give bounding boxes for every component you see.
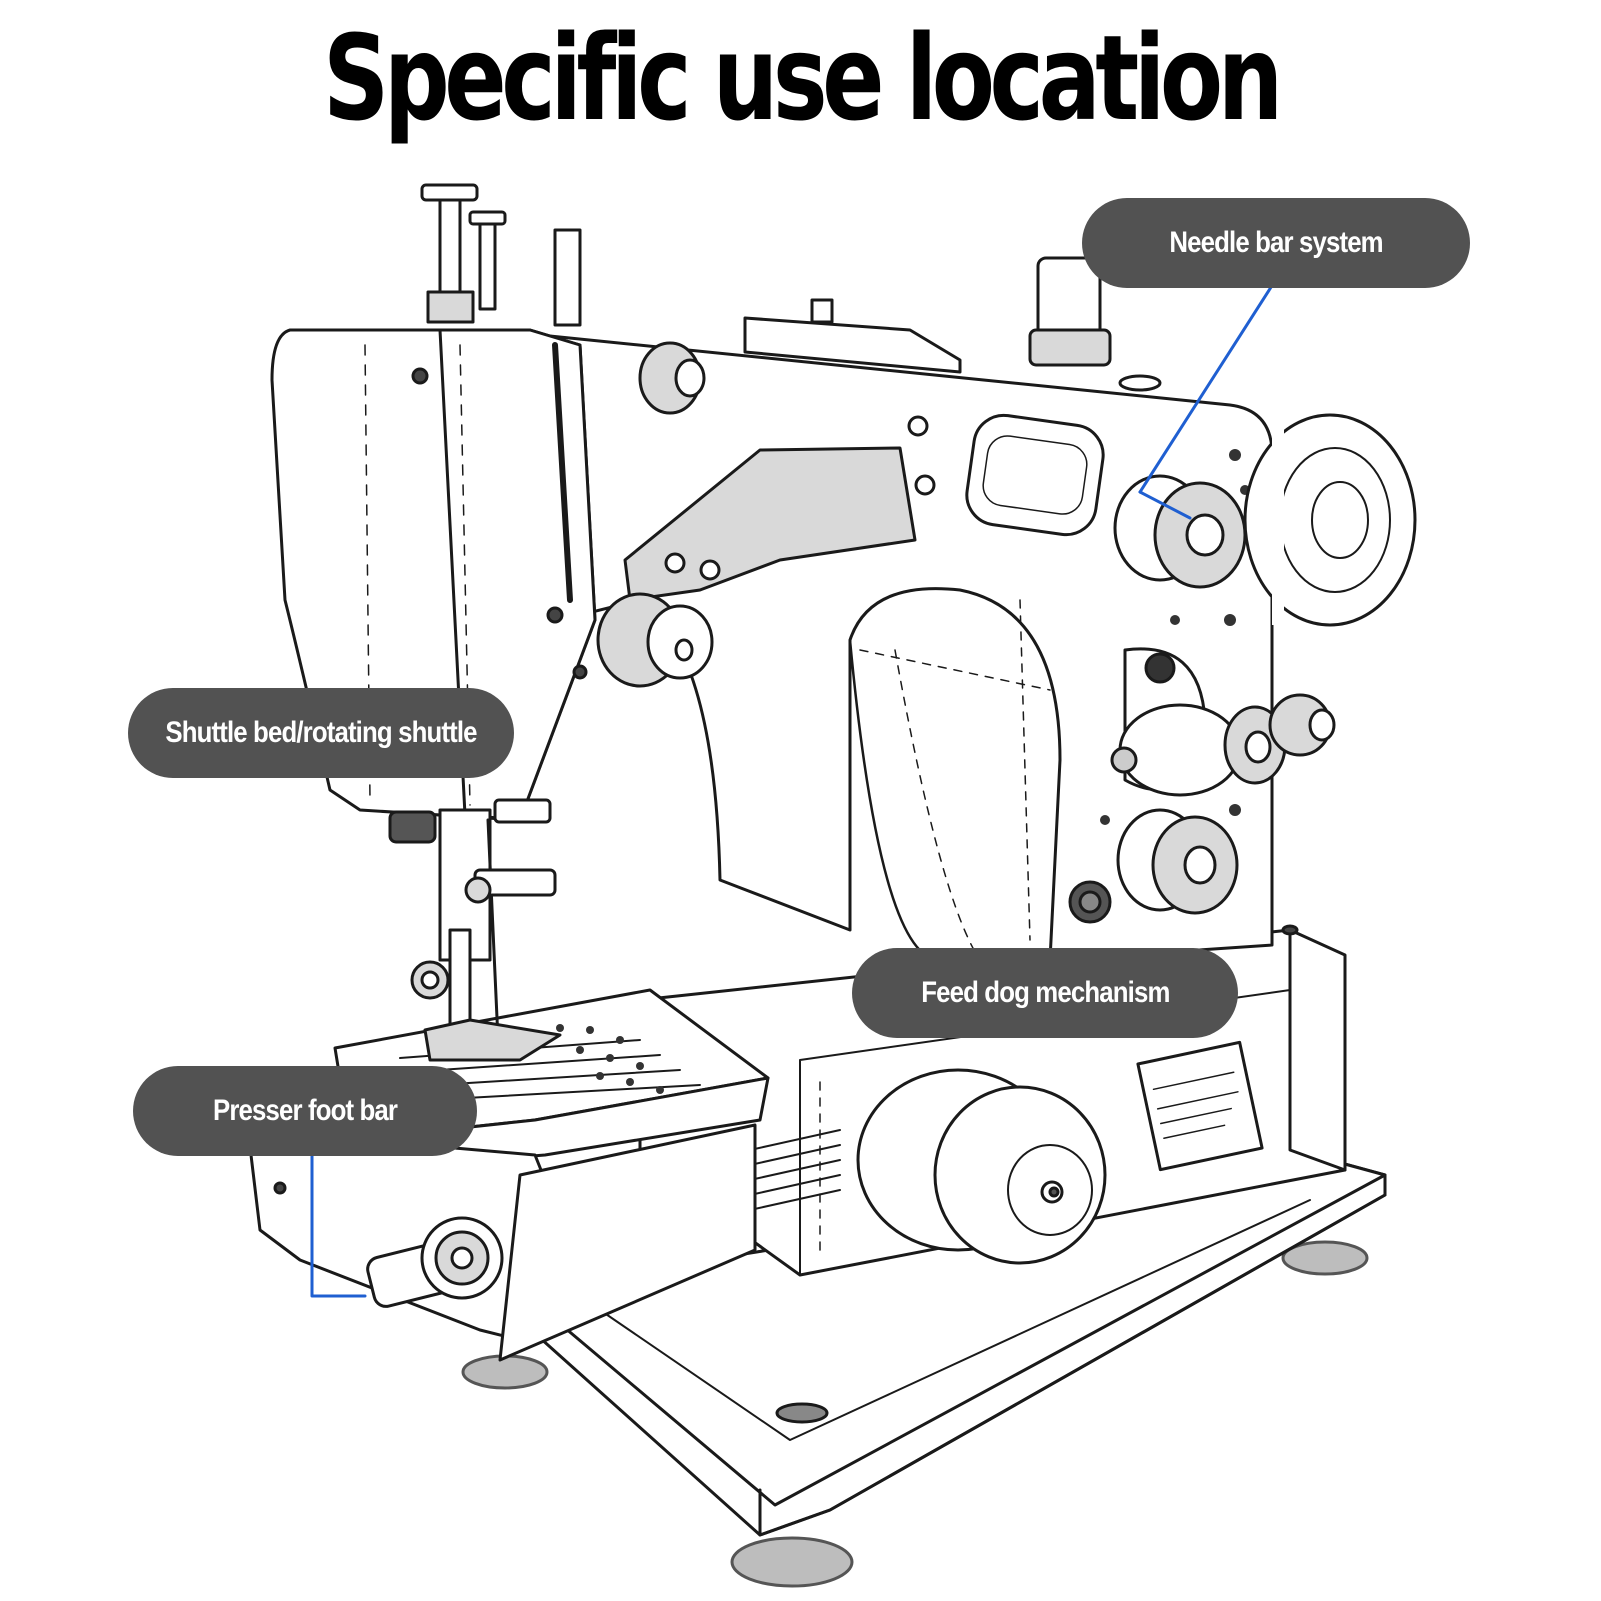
bobbin-winder-pins	[422, 185, 580, 325]
hand-wheel	[1245, 415, 1415, 625]
callout-feed-dog-mechanism: Feed dog mechanism	[852, 948, 1238, 1038]
callout-shuttle-bed: Shuttle bed/rotating shuttle	[128, 688, 514, 778]
callout-feed-dog-mechanism-label: Feed dog mechanism	[921, 976, 1169, 1010]
machine-head	[272, 185, 595, 1060]
stitch-length-dial	[1115, 476, 1245, 587]
callout-needle-bar-system: Needle bar system	[1082, 198, 1470, 288]
callout-shuttle-bed-label: Shuttle bed/rotating shuttle	[165, 716, 476, 750]
machine-arm	[540, 258, 1415, 960]
nameplate	[1138, 1042, 1262, 1169]
callout-presser-foot-bar-label: Presser foot bar	[213, 1094, 397, 1128]
callout-needle-bar-system-label: Needle bar system	[1169, 226, 1382, 260]
callout-presser-foot-bar: Presser foot bar	[133, 1066, 477, 1156]
